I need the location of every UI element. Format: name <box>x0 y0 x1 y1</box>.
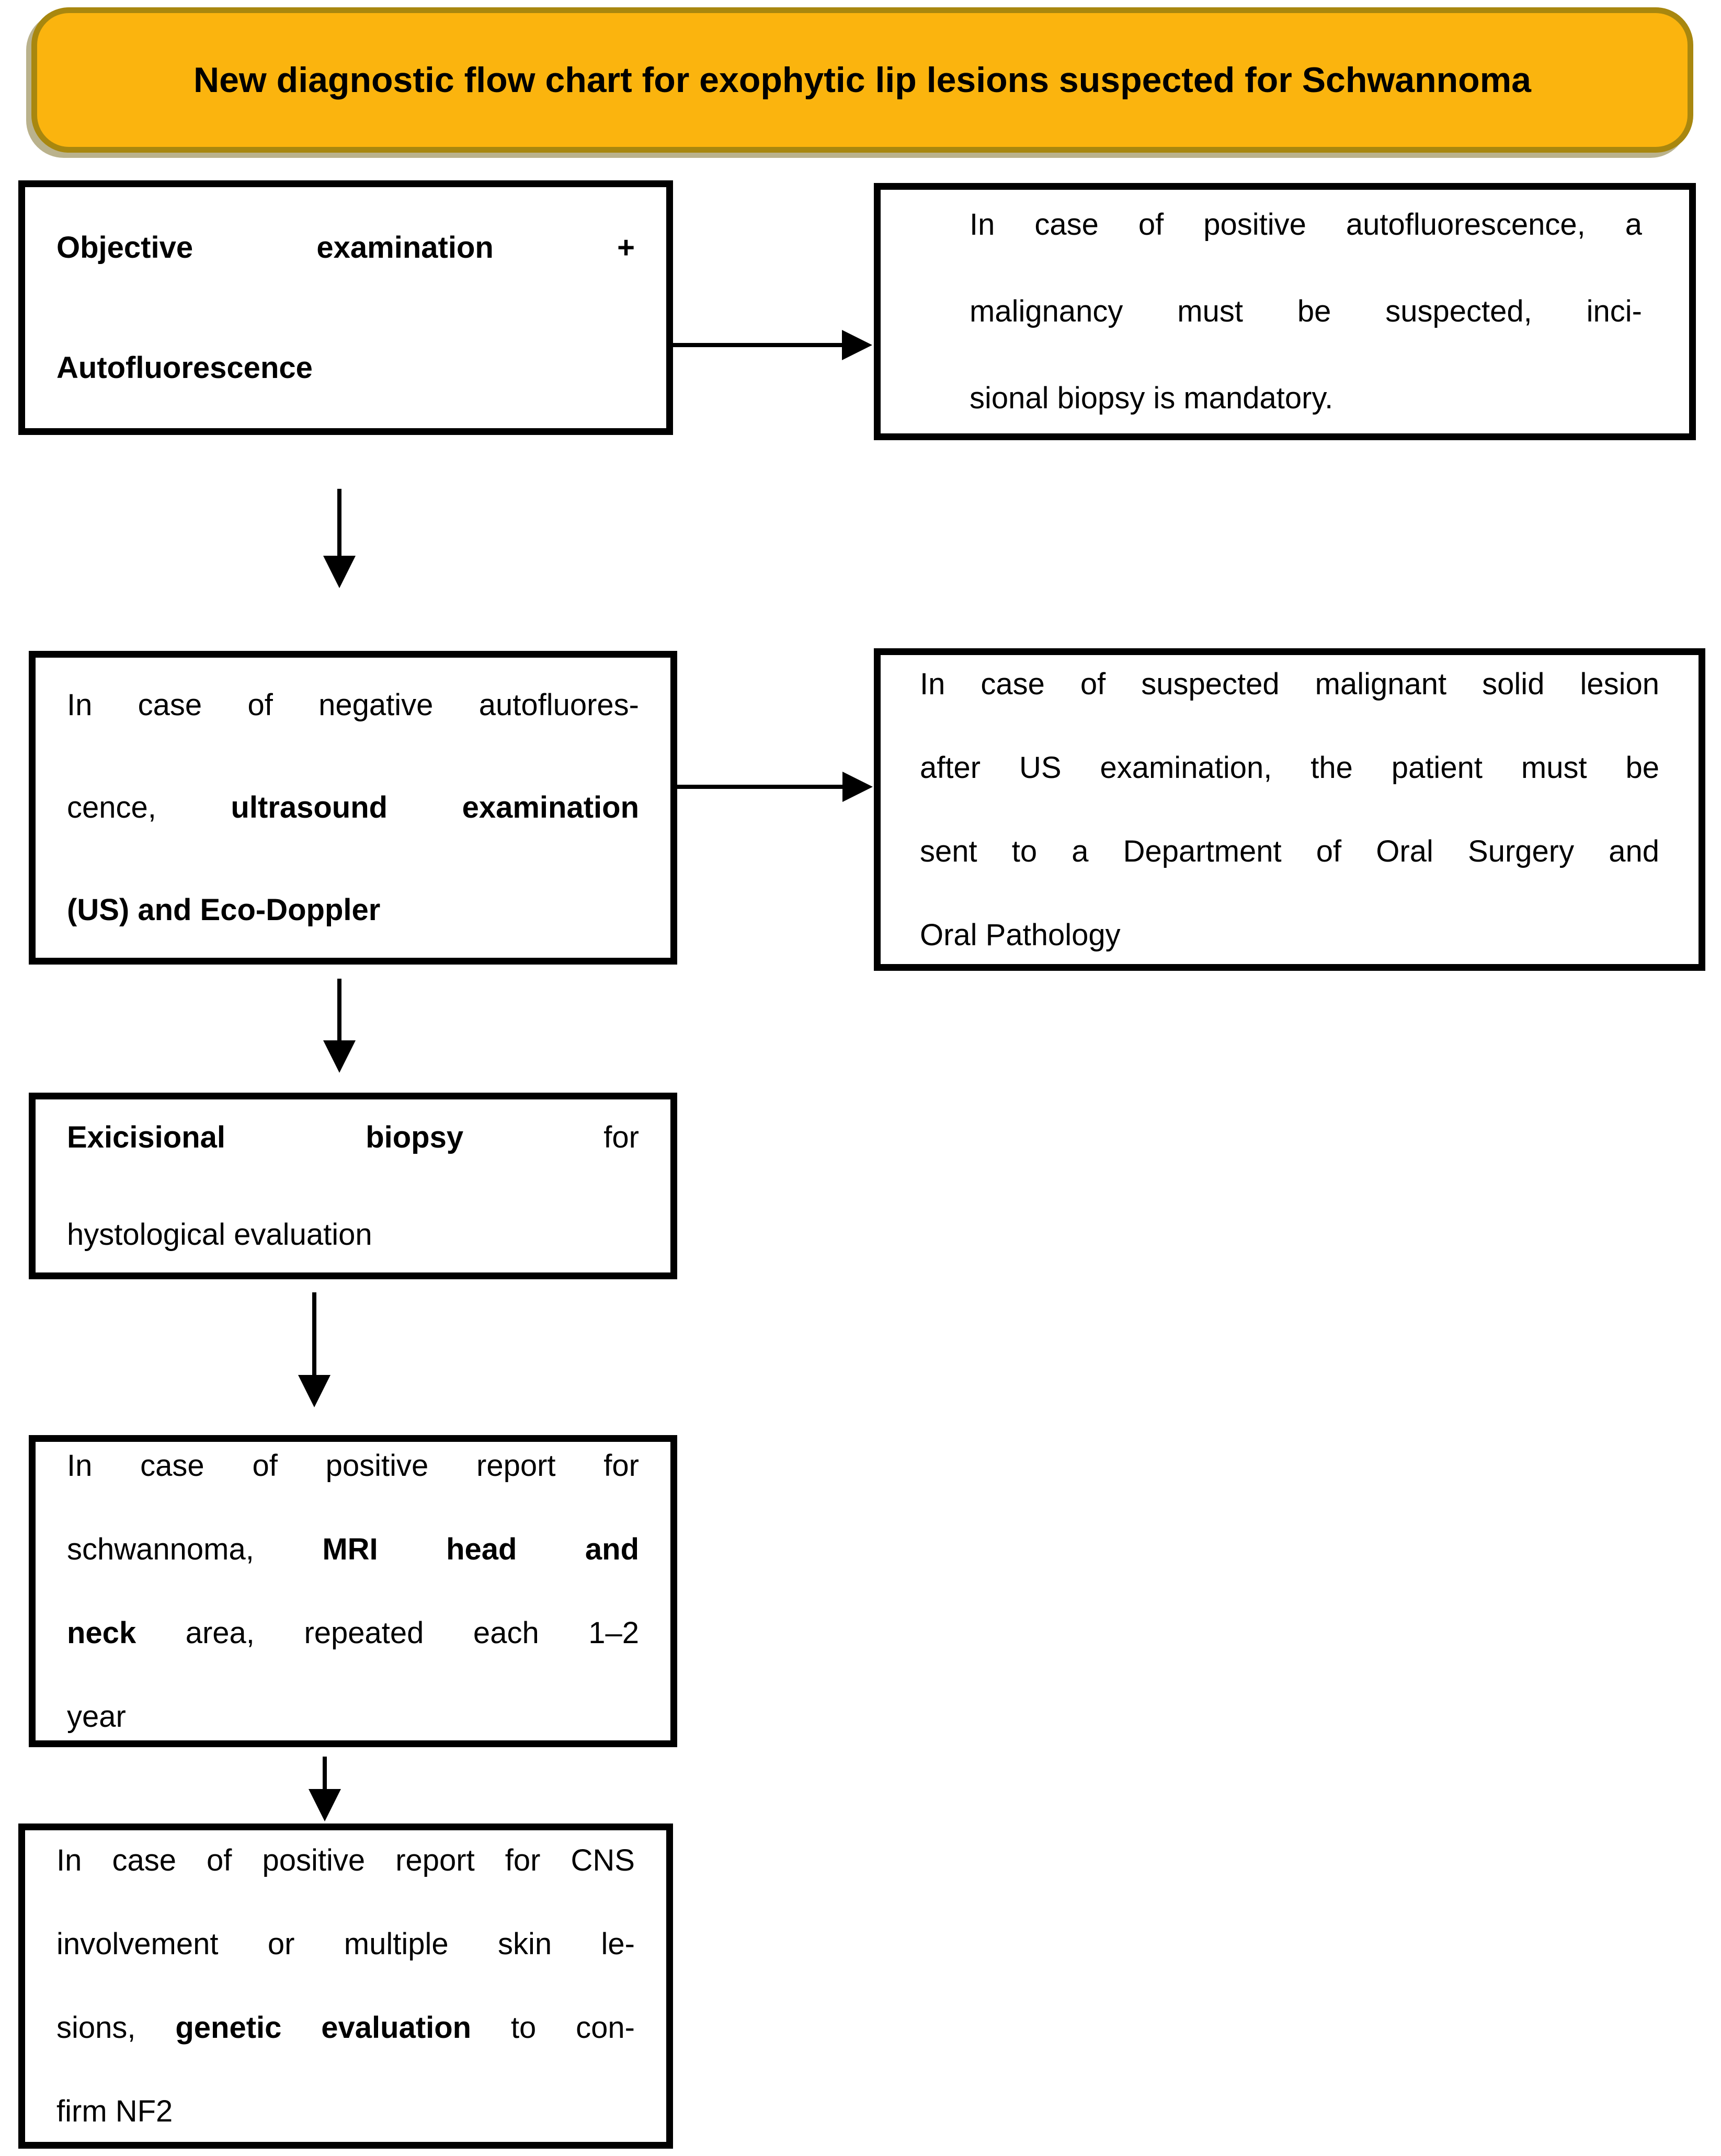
arrow-down-icon <box>337 489 341 557</box>
text-run: In case of positive report for <box>67 1448 639 1483</box>
box-genetic-evaluation-nf2: In case of positive report for CNS involv… <box>18 1824 673 2149</box>
text-run: involvement or multiple skin le- <box>56 1927 635 1961</box>
page-title: New diagnostic flow chart for exophytic … <box>193 60 1532 100</box>
text-line: (US) and Eco-Doppler <box>67 859 639 961</box>
text-line: In case of suspected malignant solid les… <box>920 643 1659 726</box>
text-line: year <box>67 1675 639 1759</box>
text-line: Oral Pathology <box>920 893 1659 977</box>
box-oral-surgery-referral-note: In case of suspected malignant solid les… <box>874 648 1705 971</box>
text-line: In case of negative autofluores- <box>67 654 639 756</box>
text-run: for <box>463 1120 639 1154</box>
bold-text-run: genetic evaluation <box>175 2011 472 2045</box>
arrow-down-icon <box>323 1757 327 1790</box>
text-line: cence, ultrasound examination <box>67 756 639 859</box>
text-line: In case of positive report for <box>67 1424 639 1508</box>
text-run: In case of suspected malignant solid les… <box>920 667 1659 701</box>
bold-text-run: Objective examination + <box>56 230 635 265</box>
box-positive-autofluorescence-note: In case of positive autofluorescence, a m… <box>874 183 1696 440</box>
text-line: sent to a Department of Oral Surgery and <box>920 810 1659 893</box>
bold-text-run: MRI head and <box>322 1532 639 1566</box>
bold-text-run: ultrasound examination <box>231 790 640 824</box>
text-line: In case of positive autofluorescence, a <box>970 181 1642 268</box>
arrow-down-icon <box>337 979 341 1041</box>
text-line: In case of positive report for CNS <box>56 1819 635 1902</box>
bold-text-run: Autofluorescence <box>56 350 313 385</box>
arrow-down-icon <box>312 1292 316 1376</box>
text-run: sions, <box>56 2011 176 2045</box>
text-line: hystological evaluation <box>67 1186 639 1283</box>
text-line: malignancy must be suspected, inci- <box>970 268 1642 355</box>
text-run: area, repeated each 1–2 <box>136 1615 639 1650</box>
text-line: schwannoma, MRI head and <box>67 1508 639 1591</box>
text-run: malignancy must be suspected, inci- <box>970 294 1642 328</box>
text-line: sions, genetic evaluation to con- <box>56 1986 635 2070</box>
text-line: after US examination, the patient must b… <box>920 726 1659 810</box>
text-line: Exicisional biopsy for <box>67 1089 639 1186</box>
text-run: sent to a Department of Oral Surgery and <box>920 834 1659 868</box>
text-run: In case of negative autofluores- <box>67 688 639 722</box>
text-line: neck area, repeated each 1–2 <box>67 1591 639 1675</box>
text-run: firm NF2 <box>56 2094 173 2128</box>
text-run: year <box>67 1699 126 1734</box>
text-run: schwannoma, <box>67 1532 323 1566</box>
text-run: after US examination, the patient must b… <box>920 750 1659 785</box>
bold-text-run: (US) and Eco-Doppler <box>67 893 381 927</box>
text-run: cence, <box>67 790 231 824</box>
text-line: sional biopsy is mandatory. <box>970 355 1642 442</box>
text-run: hystological evaluation <box>67 1217 372 1252</box>
box-excisional-biopsy: Exicisional biopsy for hystological evalu… <box>29 1093 677 1279</box>
box-mri-head-and-neck: In case of positive report for schwannoma… <box>29 1435 677 1747</box>
box-objective-examination-autofluorescence: Objective examination + Autofluorescence <box>18 180 673 435</box>
text-line: involvement or multiple skin le- <box>56 1902 635 1986</box>
box-ultrasound-eco-doppler: In case of negative autofluores-cence, u… <box>29 651 677 965</box>
arrow-right-icon <box>672 343 843 347</box>
text-run: In case of positive autofluorescence, a <box>970 208 1642 242</box>
text-line: Objective examination + <box>56 188 635 308</box>
title-banner: New diagnostic flow chart for exophytic … <box>31 7 1693 153</box>
text-run: In case of positive report for CNS <box>56 1843 635 1877</box>
text-run: Oral Pathology <box>920 918 1121 952</box>
text-line: Autofluorescence <box>56 308 635 428</box>
bold-text-run: Exicisional biopsy <box>67 1120 464 1154</box>
text-line: firm NF2 <box>56 2070 635 2153</box>
text-run: sional biopsy is mandatory. <box>970 381 1334 415</box>
arrow-right-icon <box>677 785 844 789</box>
text-run: to con- <box>471 2011 635 2045</box>
bold-text-run: neck <box>67 1615 136 1650</box>
